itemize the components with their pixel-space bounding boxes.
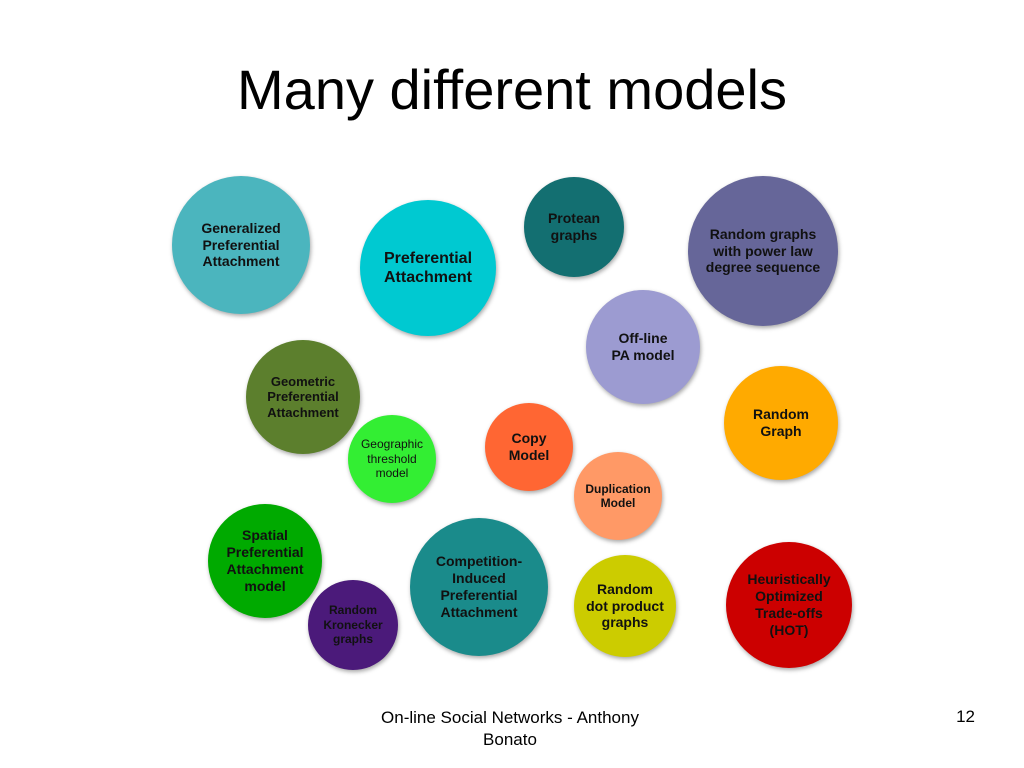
circle-random-kronecker-graphs: Random Kronecker graphs	[308, 580, 398, 670]
slide-title: Many different models	[237, 58, 787, 121]
circle-copy-model: Copy Model	[485, 403, 573, 491]
circle-spatial-preferential-attachment: Spatial Preferential Attachment model	[208, 504, 322, 618]
page-number: 12	[956, 707, 975, 726]
circle-label: Competition- Induced Preferential Attach…	[435, 553, 523, 620]
circle-label: Random Graph	[753, 406, 809, 439]
circle-label: Protean graphs	[547, 210, 601, 243]
circle-random-graph: Random Graph	[724, 366, 838, 480]
circle-generalized-preferential-attachment: Generalized Preferential Attachment	[172, 176, 310, 314]
circle-label: Random dot product graphs	[586, 580, 664, 631]
slide-footer: On-line Social Networks - Anthony Bonato	[381, 708, 639, 750]
circle-random-dot-product-graphs: Random dot product graphs	[574, 555, 676, 657]
circle-random-graphs-power-law: Random graphs with power law degree sequ…	[688, 176, 838, 326]
circle-preferential-attachment: Preferential Attachment	[360, 200, 496, 336]
circle-label: Copy Model	[508, 430, 550, 463]
circle-label: Off-line PA model	[611, 330, 675, 363]
circle-label: Random graphs with power law degree sequ…	[705, 225, 821, 276]
circle-label: Preferential Attachment	[383, 249, 473, 286]
circle-label: Generalized Preferential Attachment	[201, 219, 281, 270]
circle-label: Random Kronecker graphs	[323, 603, 383, 647]
circle-geographic-threshold-model: Geographic threshold model	[348, 415, 436, 503]
circle-label: Spatial Preferential Attachment model	[226, 527, 304, 594]
circle-off-line-pa-model: Off-line PA model	[586, 290, 700, 404]
circle-label: Geographic threshold model	[360, 437, 424, 481]
circle-label: Heuristically Optimized Trade-offs (HOT)	[747, 571, 831, 638]
circle-label: Geometric Preferential Attachment	[267, 373, 339, 420]
circle-label: Duplication Model	[585, 481, 651, 510]
circle-competition-induced-pa: Competition- Induced Preferential Attach…	[410, 518, 548, 656]
circle-geometric-preferential-attachment: Geometric Preferential Attachment	[246, 340, 360, 454]
circle-duplication-model: Duplication Model	[574, 452, 662, 540]
circle-protean-graphs: Protean graphs	[524, 177, 624, 277]
circle-heuristically-optimized-trade-offs: Heuristically Optimized Trade-offs (HOT)	[726, 542, 852, 668]
